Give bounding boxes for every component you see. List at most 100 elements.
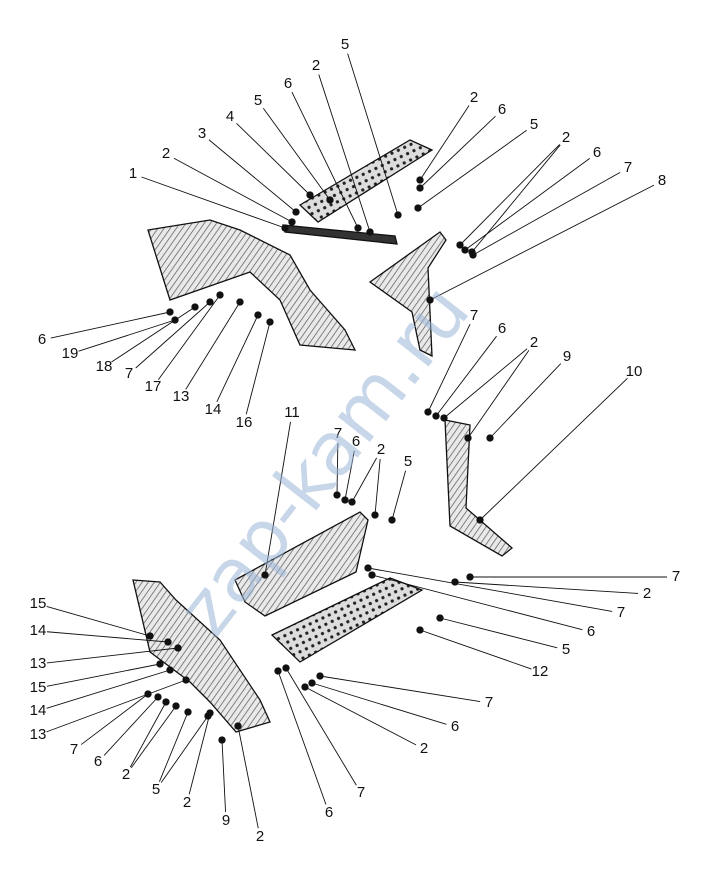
leader-line [188, 712, 211, 795]
fastener-icon [146, 632, 154, 640]
part-upper-fender [147, 219, 357, 351]
fastener-icon [162, 698, 170, 706]
fastener-icon [414, 204, 422, 212]
fastener-icon [394, 211, 402, 219]
callout-label: 6 [498, 320, 506, 337]
callout-label: 2 [562, 129, 570, 146]
callout-label: 6 [587, 623, 595, 640]
callout-label: 7 [470, 307, 478, 324]
fastener-icon [326, 196, 334, 204]
callout-label: 5 [341, 36, 349, 53]
callout-label: 4 [226, 108, 234, 125]
callout-label: 16 [236, 414, 253, 431]
leader-line [391, 470, 407, 521]
fastener-icon [281, 224, 289, 232]
callout-label: 3 [198, 125, 206, 142]
leader-line [135, 301, 211, 369]
callout-label: 11 [284, 404, 300, 421]
leader-line [46, 647, 179, 664]
fastener-icon [261, 571, 269, 579]
callout-label: 6 [352, 433, 360, 450]
callout-label: 14 [30, 702, 47, 719]
fastener-icon [308, 679, 316, 687]
callout-label: 6 [593, 144, 601, 161]
fastener-icon [366, 228, 374, 236]
callout-label: 2 [470, 89, 478, 106]
callout-label: 10 [626, 363, 643, 380]
leader-line [46, 663, 161, 687]
fastener-icon [156, 660, 164, 668]
callout-label: 2 [312, 57, 320, 74]
callout-label: 9 [222, 812, 230, 829]
leader-line [285, 667, 357, 786]
leader-line [46, 669, 171, 709]
fastener-icon [266, 318, 274, 326]
callout-label: 6 [94, 753, 102, 770]
callout-label: 2 [377, 441, 385, 458]
fastener-icon [416, 184, 424, 192]
fastener-icon [476, 516, 484, 524]
callout-label: 5 [404, 453, 412, 470]
leader-line [489, 363, 562, 439]
leader-line [419, 105, 470, 181]
part-side-bracket-10 [444, 419, 514, 557]
callout-label: 5 [254, 92, 262, 109]
leader-line [459, 144, 560, 246]
leader-line [374, 458, 381, 516]
fastener-icon [371, 511, 379, 519]
callout-label: 6 [38, 331, 46, 348]
leader-line [304, 686, 417, 746]
leader-line [236, 122, 311, 196]
leader-line [277, 670, 327, 805]
callout-label: 15 [30, 595, 47, 612]
fastener-icon [333, 491, 341, 499]
fastener-icon [206, 709, 214, 717]
fastener-icon [388, 516, 396, 524]
fastener-icon [368, 571, 376, 579]
callout-label: 8 [658, 172, 666, 189]
leader-line [262, 108, 331, 201]
fastener-icon [306, 191, 314, 199]
leader-line [419, 629, 532, 670]
callout-label: 2 [162, 145, 170, 162]
callout-label: 12 [532, 663, 549, 680]
callout-label: 2 [530, 334, 538, 351]
fastener-icon [166, 666, 174, 674]
fastener-icon [216, 291, 224, 299]
leader-line [419, 115, 496, 189]
fastener-icon [466, 573, 474, 581]
leader-line [479, 377, 628, 521]
fastener-icon [432, 412, 440, 420]
fastener-icon [469, 251, 477, 259]
fastener-icon [166, 308, 174, 316]
callout-label: 2 [183, 794, 191, 811]
leader-line [80, 693, 149, 745]
fastener-icon [426, 296, 434, 304]
fastener-icon [440, 414, 448, 422]
fastener-icon [436, 614, 444, 622]
leader-line [427, 323, 471, 413]
callout-label: 7 [617, 604, 625, 621]
leader-line [472, 172, 621, 256]
leader-line [129, 701, 167, 768]
fastener-icon [254, 311, 262, 319]
callout-label: 6 [451, 718, 459, 735]
fastener-icon [154, 693, 162, 701]
leader-line [158, 711, 189, 782]
fastener-icon [292, 208, 300, 216]
fastener-icon [354, 224, 362, 232]
callout-label: 7 [357, 784, 365, 801]
fastener-icon [172, 702, 180, 710]
leader-line [111, 306, 196, 363]
fastener-icon [424, 408, 432, 416]
callout-label: 6 [284, 75, 292, 92]
callout-label: 2 [122, 766, 130, 783]
leader-line [344, 450, 355, 501]
leader-line [157, 294, 221, 380]
leader-line [78, 319, 176, 352]
leader-line [46, 679, 187, 733]
part-step-mount-11 [234, 511, 369, 617]
callout-label: 7 [125, 365, 133, 382]
callout-label: 5 [562, 641, 570, 658]
